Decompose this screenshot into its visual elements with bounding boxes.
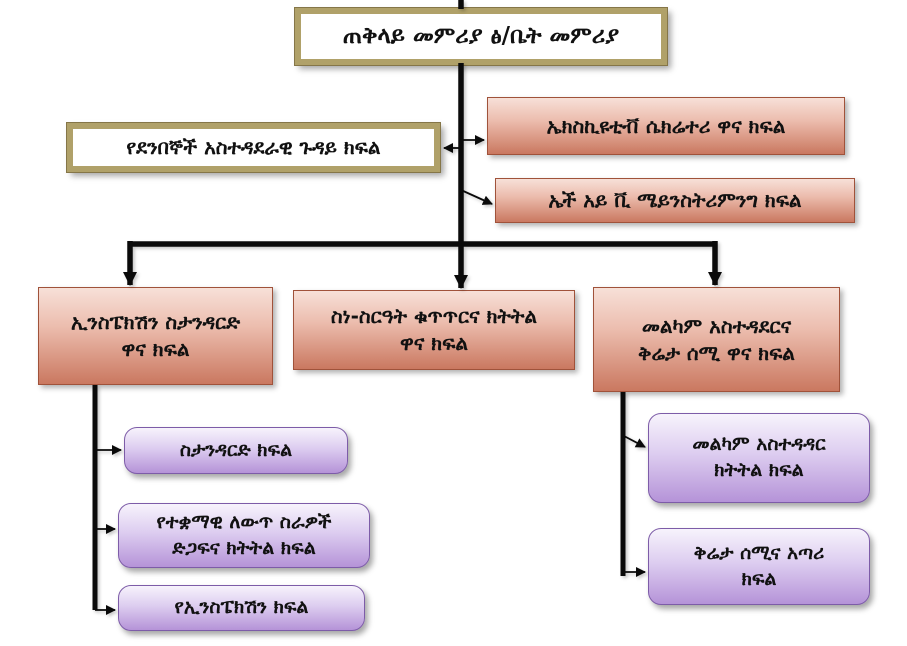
customer-affairs-label: የደንበኞች አስተዳደራዊ ጉዳይ ክፍል — [126, 135, 381, 159]
inspection-standard-line1: ኢንስፔክሽን ስታንዳርድ — [70, 310, 241, 334]
executive-secretary-box: ኤክስኪዩቲቭ ሴክሬተሪ ዋና ክፍል — [487, 97, 845, 155]
complaint-hearing-line2: ክፍል — [741, 567, 777, 590]
gg-monitoring-line1: መልካም አስተዳዳር — [692, 433, 826, 456]
customer-affairs-box: የደንበኞች አስተዳደራዊ ጉዳይ ክፍል — [66, 122, 441, 173]
discipline-control-division-box: ስነ-ስርዓት ቁጥጥርና ክትትል ዋና ክፍል — [293, 290, 575, 370]
hiv-mainstreaming-box: ኤች አይ ቪ ሜይንስትሪምንግ ክፍል — [495, 178, 855, 223]
discipline-control-line2: ዋና ክፍል — [399, 331, 469, 355]
connector-to-hiv-mainstreaming — [460, 189, 493, 205]
institutional-change-line1: የተቋማዊ ለውጥ ስራዎች — [156, 510, 332, 533]
good-governance-line1: መልካም አስተዳደርና — [641, 313, 792, 338]
good-governance-line2: ቅሬታ ሰሚ ዋና ክፍል — [638, 340, 795, 365]
executive-secretary-label: ኤክስኪዩቲቭ ሴክሬተሪ ዋና ክፍል — [546, 113, 786, 138]
root-label: ጠቅላይ መምሪያ ፅ/ቤት መምሪያ — [342, 22, 620, 49]
good-governance-division-box: መልካም አስተዳደርና ቅሬታ ሰሚ ዋና ክፍል — [593, 287, 840, 392]
connector-to-gg-monitoring-subunit — [623, 435, 646, 448]
institutional-change-subunit-box: የተቋማዊ ለውጥ ስራዎች ድጋፍና ክትትል ክፍል — [118, 503, 370, 568]
inspection-subunit-label: የኢንስፔክሽን ክፍል — [174, 596, 309, 619]
complaint-hearing-subunit-box: ቅሬታ ሰሚና አጣሪ ክፍል — [648, 528, 870, 605]
gg-monitoring-subunit-box: መልካም አስተዳዳር ክትትል ክፍል — [648, 413, 870, 503]
complaint-hearing-line1: ቅሬታ ሰሚና አጣሪ — [693, 541, 825, 564]
standard-subunit-box: ስታንዳርድ ክፍል — [124, 427, 348, 474]
inspection-standard-division-box: ኢንስፔክሽን ስታንዳርድ ዋና ክፍል — [38, 287, 273, 385]
root-box: ጠቅላይ መምሪያ ፅ/ቤት መምሪያ — [294, 7, 668, 66]
inspection-subunit-box: የኢንስፔክሽን ክፍል — [118, 585, 365, 631]
inspection-standard-line2: ዋና ክፍል — [121, 337, 190, 361]
standard-subunit-label: ስታንዳርድ ክፍል — [179, 438, 293, 461]
discipline-control-line1: ስነ-ስርዓት ቁጥጥርና ክትትል — [330, 304, 538, 328]
gg-monitoring-line2: ክትትል ክፍል — [714, 459, 804, 481]
institutional-change-line2: ድጋፍና ክትትል ክፍል — [172, 536, 316, 559]
hiv-mainstreaming-label: ኤች አይ ቪ ሜይንስትሪምንግ ክፍል — [548, 188, 802, 212]
